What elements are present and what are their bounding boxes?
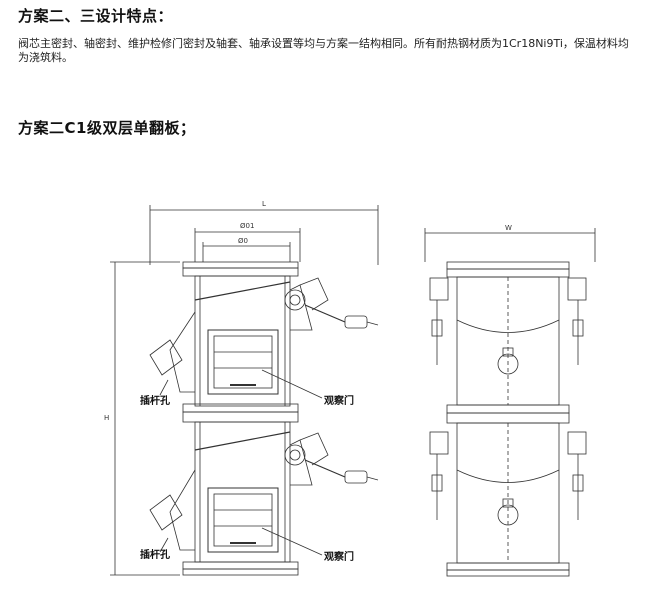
design-description: 阀芯主密封、轴密封、维护检修门密封及轴套、轴承设置等均与方案一结构相同。所有耐热…: [18, 37, 629, 64]
label-inspection-hole-lower: 插杆孔: [140, 548, 170, 561]
scheme-subtitle: 方案二C1级双层单翻板；: [18, 119, 196, 137]
dim-L: L: [262, 200, 266, 208]
label-observation-door-upper: 观察门: [324, 394, 354, 407]
dim-outer-diameter: Ø01: [240, 222, 254, 230]
section-title: 方案二、三设计特点：: [18, 7, 174, 25]
label-inspection-hole-upper: 插杆孔: [140, 394, 170, 407]
dim-inner-diameter: Ø0: [238, 237, 248, 245]
dim-W: W: [505, 224, 512, 232]
dim-H: H: [104, 414, 109, 422]
label-observation-door-lower: 观察门: [324, 550, 354, 563]
